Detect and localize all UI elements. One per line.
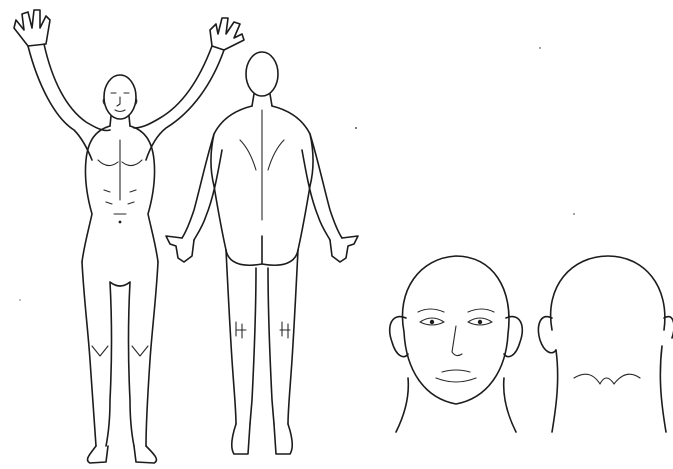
front-right-hand	[210, 18, 244, 50]
back-left-arm	[182, 134, 222, 240]
back-head	[246, 52, 278, 96]
head-front-right-ear	[504, 317, 522, 357]
head-front-view	[390, 256, 523, 432]
head-front-nose	[452, 326, 462, 356]
front-right-arm	[134, 46, 224, 160]
front-left-hand	[14, 10, 50, 46]
head-front-left-pupil	[430, 320, 434, 324]
head-front-left-ear	[390, 317, 408, 357]
head-back-outline	[551, 256, 665, 330]
head-back-left-ear	[539, 317, 557, 353]
back-spine	[240, 110, 284, 220]
head-front-right-pupil	[478, 320, 482, 324]
head-back-view	[539, 256, 673, 432]
back-knee-creases	[236, 322, 290, 338]
front-navel	[119, 221, 122, 224]
back-feet	[232, 424, 292, 454]
front-chest-detail	[98, 140, 142, 214]
body-back-view	[166, 52, 358, 454]
front-feet	[88, 446, 157, 463]
front-legs	[82, 262, 158, 446]
head-front-neck	[396, 378, 516, 432]
back-legs	[226, 250, 298, 424]
back-left-hand	[166, 236, 194, 262]
head-front-mouth	[436, 370, 476, 382]
back-right-hand	[330, 236, 358, 262]
front-knees	[92, 346, 148, 356]
head-front-eyes	[418, 309, 494, 325]
body-front-view	[14, 10, 244, 463]
front-left-arm	[28, 44, 110, 160]
back-right-arm	[302, 134, 342, 240]
head-back-neck	[552, 346, 666, 432]
back-buttocks	[226, 236, 298, 265]
head-back-hairline	[574, 374, 640, 384]
